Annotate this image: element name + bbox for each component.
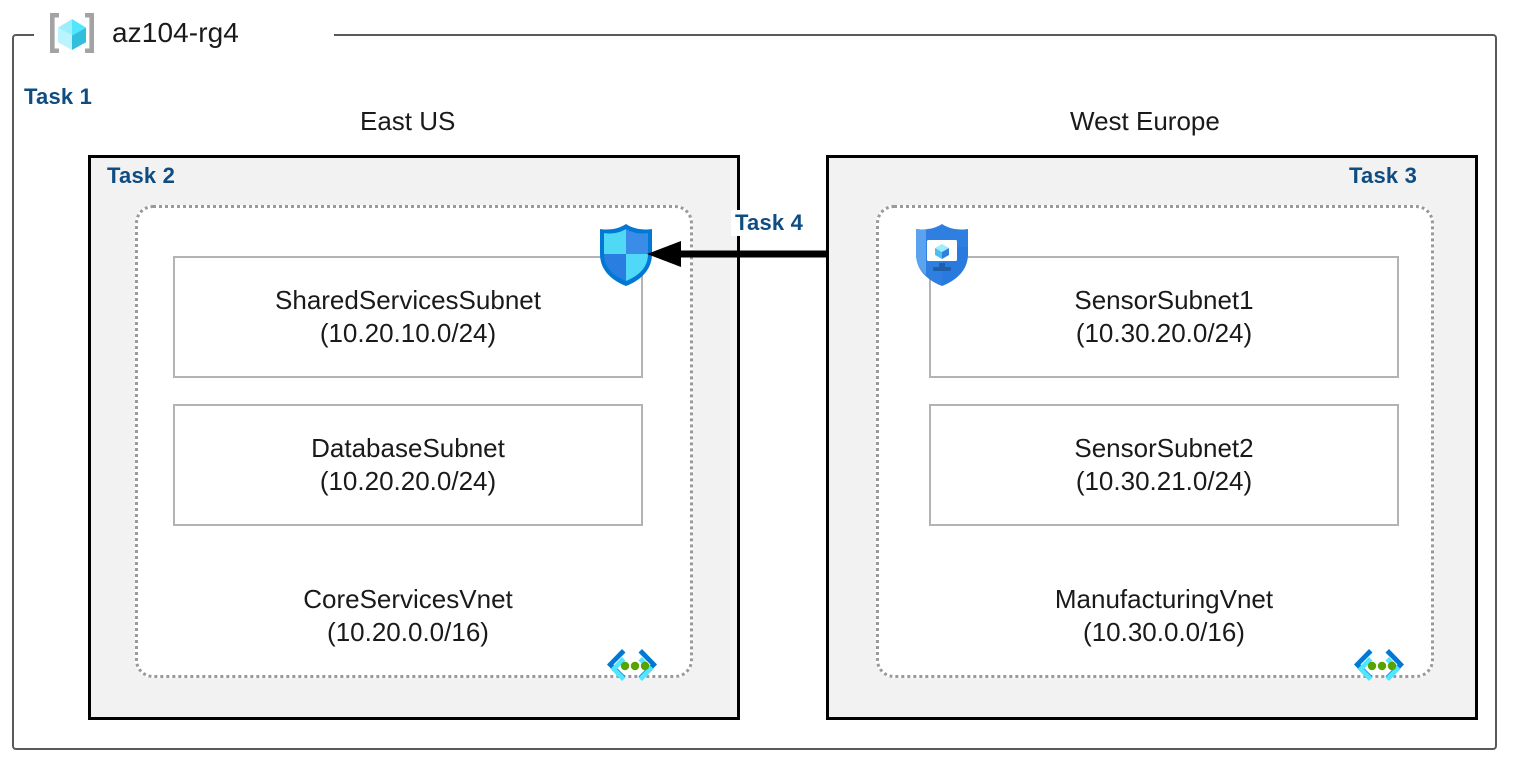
- resource-group-title-notch: [34, 26, 334, 44]
- vnet-caption-manufacturingvnet: ManufacturingVnet (10.30.0.0/16): [929, 583, 1399, 650]
- vnet-caption-coreservicesvnet: CoreServicesVnet (10.20.0.0/16): [173, 583, 643, 650]
- subnet-name: DatabaseSubnet: [311, 432, 505, 463]
- resource-group-frame: [12, 34, 1497, 750]
- resource-group-name: az104-rg4: [112, 17, 239, 48]
- vnet-name: ManufacturingVnet: [1054, 584, 1274, 614]
- subnet-cidr: (10.20.10.0/24): [319, 318, 497, 348]
- task-3-label: Task 3: [1349, 163, 1418, 188]
- vnet-name: CoreServicesVnet: [303, 584, 513, 614]
- vnet-brackets-icon: [1354, 649, 1404, 681]
- region-label-east-us: East US: [360, 106, 456, 136]
- resource-group-header: az104-rg4: [46, 2, 239, 64]
- subnet-box-sensorsubnet2: SensorSubnet2 (10.30.21.0/24): [929, 404, 1399, 526]
- region-label-west-europe: West Europe: [1070, 106, 1220, 136]
- task-4-label: Task 4: [731, 210, 808, 236]
- subnet-box-sensorsubnet1: SensorSubnet1 (10.30.20.0/24): [929, 256, 1399, 378]
- task-2-label: Task 2: [107, 163, 176, 188]
- defender-vm-shield-icon: [916, 224, 968, 286]
- subnet-cidr: (10.30.20.0/24): [1075, 318, 1253, 348]
- subnet-box-sharedservicessubnet: SharedServicesSubnet (10.20.10.0/24): [173, 256, 643, 378]
- subnet-cidr: (10.20.20.0/24): [319, 466, 497, 496]
- resource-group-cube-icon: [50, 13, 94, 53]
- subnet-name: SharedServicesSubnet: [275, 284, 541, 315]
- vnet-cidr: (10.20.0.0/16): [327, 617, 489, 648]
- security-shield-icon: [600, 224, 652, 286]
- subnet-name: SensorSubnet1: [1074, 284, 1254, 315]
- vnet-cidr: (10.30.0.0/16): [1083, 617, 1245, 648]
- subnet-name: SensorSubnet2: [1074, 432, 1254, 463]
- subnet-box-databasesubnet: DatabaseSubnet (10.20.20.0/24): [173, 404, 643, 526]
- vnet-brackets-icon: [607, 649, 657, 681]
- subnet-cidr: (10.30.21.0/24): [1075, 466, 1253, 496]
- task-1-label: Task 1: [24, 84, 93, 109]
